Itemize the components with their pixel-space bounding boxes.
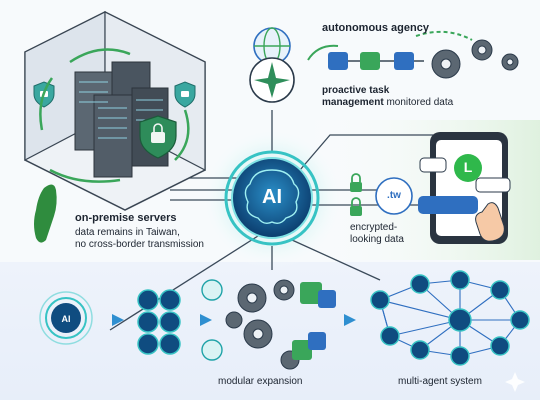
taiwan-map-icon xyxy=(34,184,57,243)
proactive-task-line1: proactive task xyxy=(322,85,390,96)
lock-icon xyxy=(350,197,362,216)
on-premise-line1: data remains in Taiwan, xyxy=(75,227,180,238)
arrow-icon xyxy=(112,314,356,326)
phone-icon xyxy=(418,132,511,244)
node-label: AI xyxy=(62,314,71,324)
domain-badge-label: .tw xyxy=(387,190,401,201)
multi-agent-label: multi-agent system xyxy=(398,376,482,387)
lock-icon xyxy=(350,173,362,192)
sparkle-icon xyxy=(505,372,525,392)
gear-icon xyxy=(225,279,300,370)
chip-icon xyxy=(201,279,223,361)
domain-badge xyxy=(375,177,413,215)
encrypted-line2: looking data xyxy=(350,234,404,245)
server-room xyxy=(24,11,206,211)
shield-icon xyxy=(139,115,177,159)
shield-icon xyxy=(174,81,196,108)
ai-core-label: AI xyxy=(262,186,282,208)
puzzle-icon xyxy=(292,282,336,360)
proactive-task-bold: management xyxy=(322,97,384,108)
proactive-task-line2: management monitored data xyxy=(322,97,453,109)
single-agent-node xyxy=(39,291,93,345)
monitored-data: monitored data xyxy=(386,97,454,108)
cycle-arrows-icon xyxy=(39,48,190,183)
chat-app-letter: L xyxy=(463,159,473,175)
ai-node-cluster xyxy=(370,270,530,366)
autonomous-agency-title: autonomous agency xyxy=(322,22,429,34)
ai-core xyxy=(224,150,320,246)
encrypted-line1: encrypted- xyxy=(350,222,398,233)
modular-expansion-label: modular expansion xyxy=(218,376,303,387)
globe-compass-icon xyxy=(249,27,295,103)
gear-icon xyxy=(431,39,519,79)
ai-node-cluster xyxy=(137,289,181,355)
on-premise-line2: no cross-border transmission xyxy=(75,239,204,250)
on-premise-title: on-premise servers xyxy=(75,212,177,224)
workflow-chain xyxy=(307,30,473,70)
